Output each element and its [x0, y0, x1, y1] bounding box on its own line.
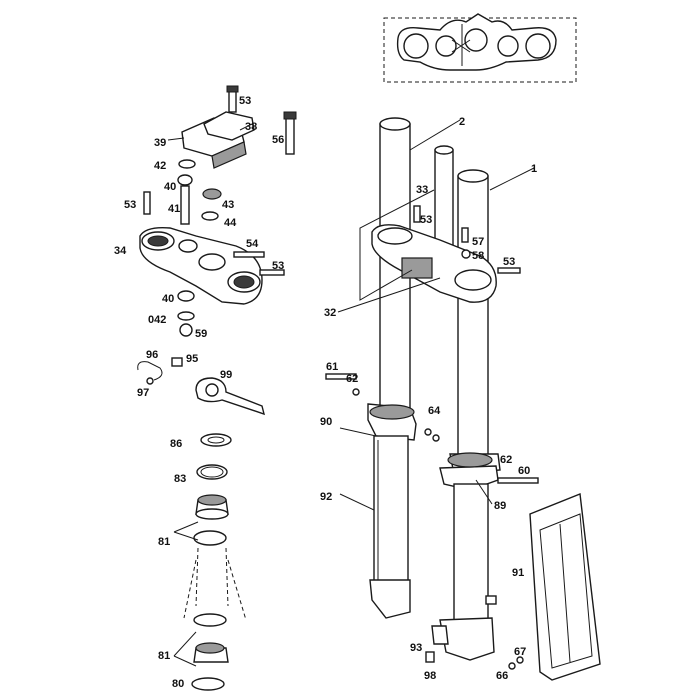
- steering-bearings: [183, 433, 247, 691]
- label-62-right: 62: [500, 454, 512, 466]
- label-2: 2: [459, 116, 465, 128]
- label-91: 91: [512, 567, 524, 579]
- label-93: 93: [410, 642, 422, 654]
- label-58: 58: [472, 250, 484, 262]
- handlebar-clamp: [181, 85, 297, 169]
- label-43: 43: [222, 199, 234, 211]
- label-62-left: 62: [346, 373, 358, 385]
- label-99: 99: [220, 369, 232, 381]
- steering-lock-parts: [137, 357, 265, 416]
- label-38: 38: [245, 121, 257, 133]
- left-fork-leg: [367, 117, 417, 619]
- label-53-clamp: 53: [272, 260, 284, 272]
- triple-clamp-inset: [383, 13, 577, 83]
- label-53-fork-left: 53: [420, 214, 432, 226]
- label-83: 83: [174, 473, 186, 485]
- label-40-top: 40: [164, 181, 176, 193]
- label-53-fork-right: 53: [503, 256, 515, 268]
- fork-bolts: [325, 205, 539, 670]
- label-59: 59: [195, 328, 207, 340]
- label-34: 34: [114, 245, 127, 257]
- fork-guard: [529, 493, 601, 681]
- label-67: 67: [514, 646, 526, 658]
- right-fork-leg: [439, 169, 501, 661]
- label-96: 96: [146, 349, 158, 361]
- label-53-top: 53: [239, 95, 251, 107]
- label-1: 1: [531, 163, 537, 175]
- label-56: 56: [272, 134, 284, 146]
- label-41: 41: [168, 203, 180, 215]
- upper-clamp-on-tubes: [371, 224, 497, 303]
- label-81-bottom: 81: [158, 650, 170, 662]
- label-42: 42: [154, 160, 166, 172]
- label-95: 95: [186, 353, 198, 365]
- label-53-left: 53: [124, 199, 136, 211]
- label-40-bottom: 40: [162, 293, 174, 305]
- label-64: 64: [428, 405, 441, 417]
- label-61: 61: [326, 361, 338, 373]
- label-60: 60: [518, 465, 530, 477]
- label-042: 042: [148, 314, 166, 326]
- part-labels: 1 2 32 33 34 38 39 40 40 41 42 042 43 44…: [114, 95, 537, 690]
- label-86: 86: [170, 438, 182, 450]
- label-89: 89: [494, 500, 506, 512]
- label-54: 54: [246, 238, 259, 250]
- label-39: 39: [154, 137, 166, 149]
- label-44: 44: [224, 217, 237, 229]
- lower-triple-clamp: [139, 226, 285, 337]
- label-92: 92: [320, 491, 332, 503]
- label-97: 97: [137, 387, 149, 399]
- leader-lines: [167, 119, 535, 667]
- clamp-hardware: [143, 159, 222, 225]
- label-81-top: 81: [158, 536, 170, 548]
- label-33: 33: [416, 184, 428, 196]
- label-66: 66: [496, 670, 508, 682]
- label-57: 57: [472, 236, 484, 248]
- label-98: 98: [424, 670, 436, 682]
- label-90: 90: [320, 416, 332, 428]
- label-32: 32: [324, 307, 336, 319]
- label-80: 80: [172, 678, 184, 690]
